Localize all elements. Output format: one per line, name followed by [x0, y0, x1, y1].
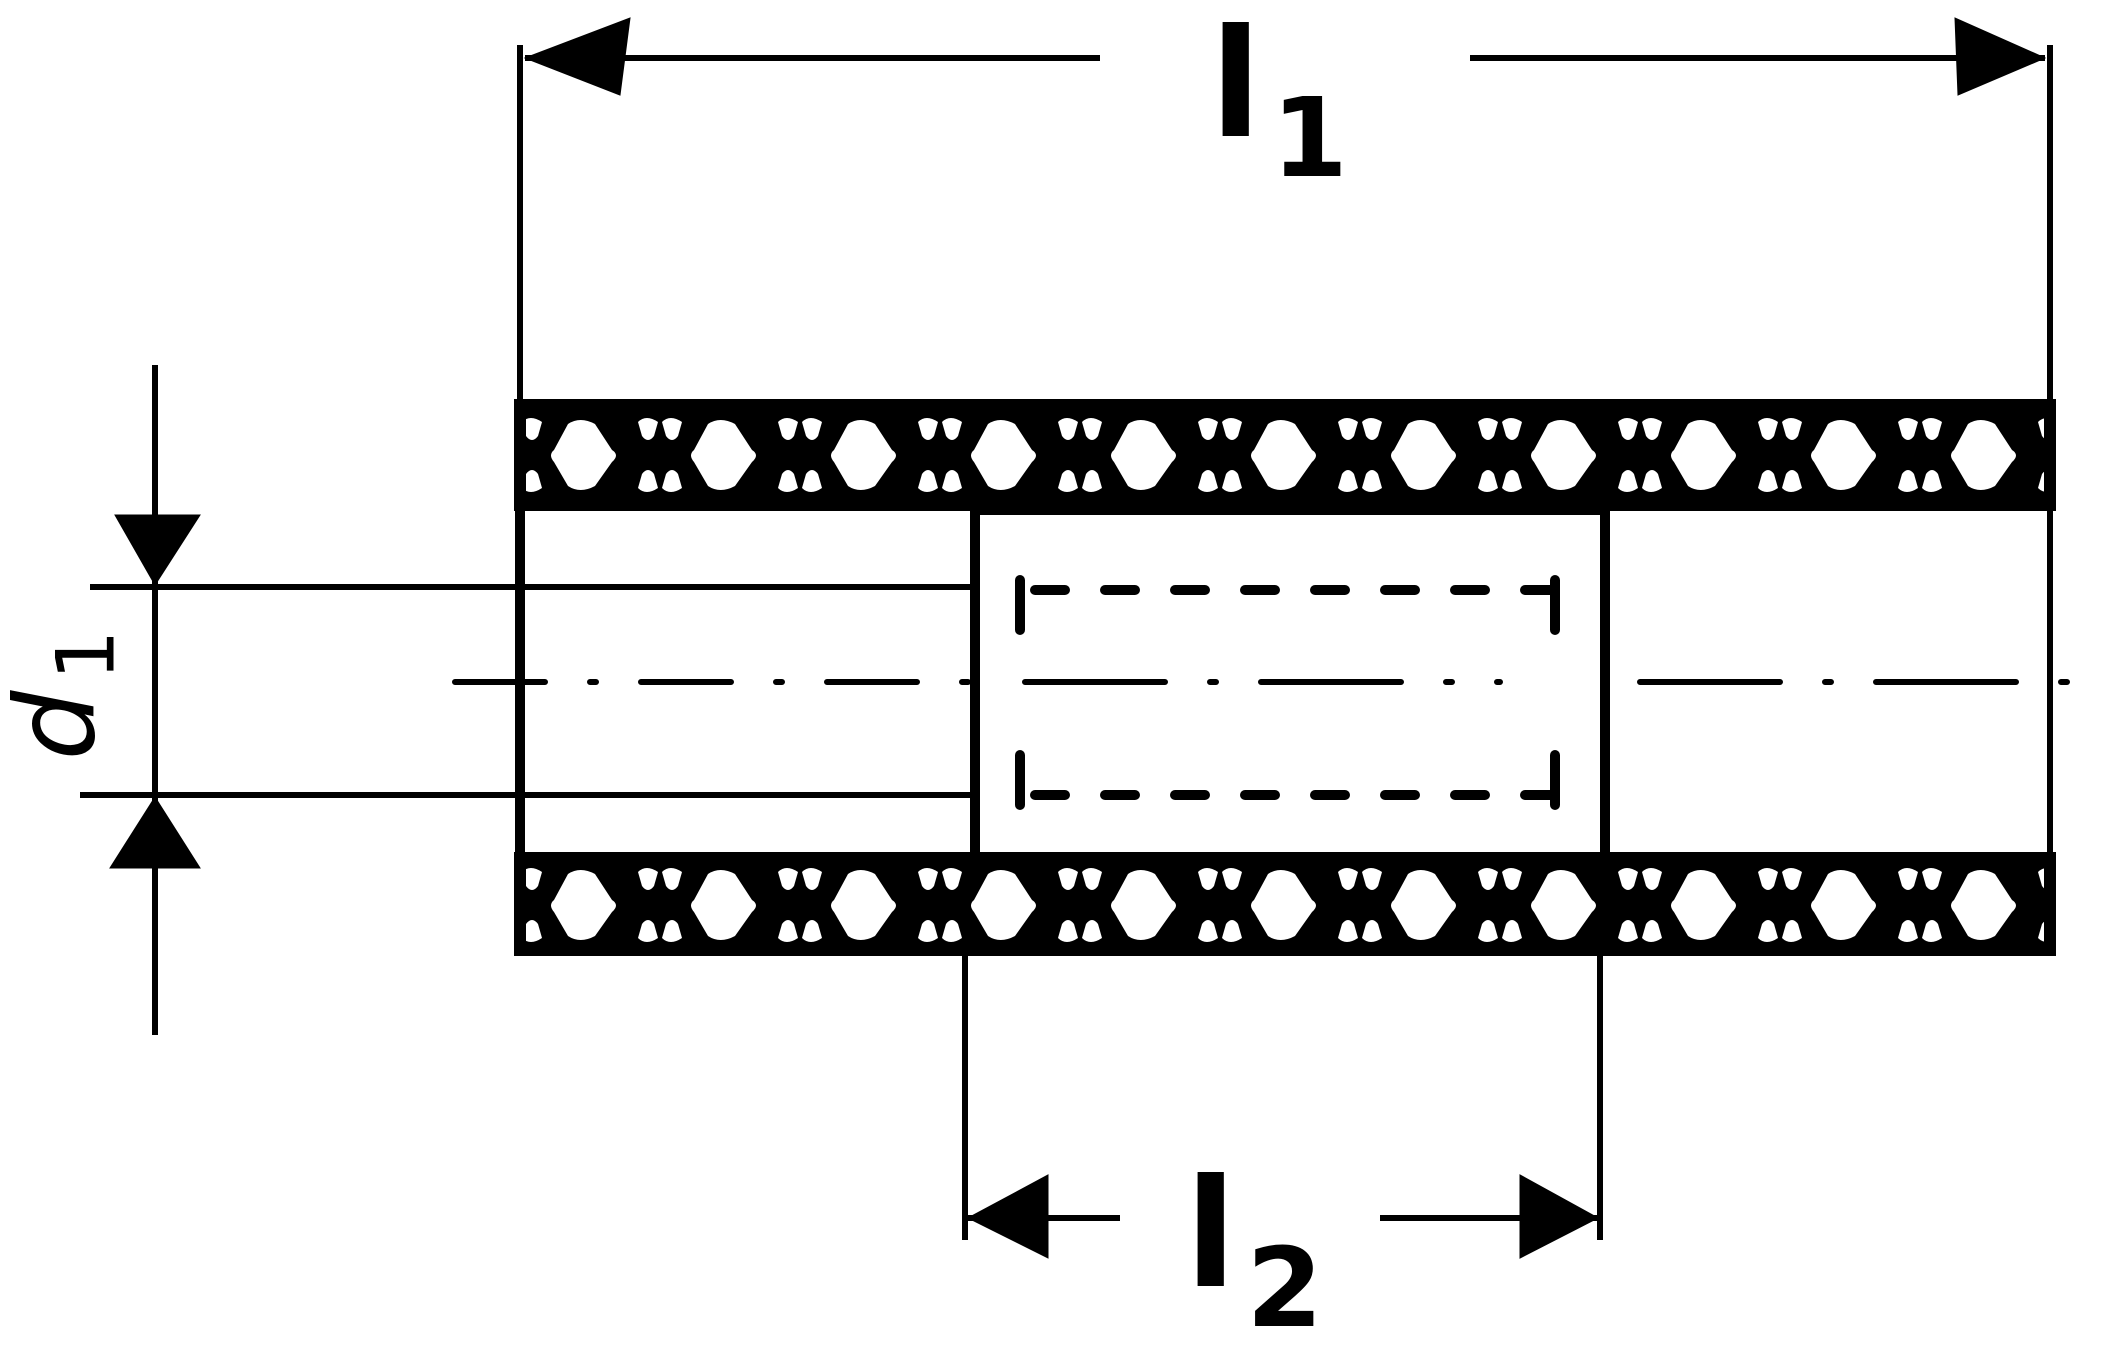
upper-wall — [514, 399, 2056, 511]
dimension-l1 — [517, 17, 2053, 405]
lower-wall — [514, 852, 2056, 956]
arrowhead-left-icon — [966, 1174, 1049, 1259]
arrowhead-left-icon — [523, 17, 631, 96]
hidden-bore — [1015, 575, 1560, 810]
arrowhead-right-icon — [1954, 17, 2047, 96]
label-l2: l2 — [1185, 1160, 1323, 1343]
arrowhead-down-icon — [114, 514, 201, 586]
label-l2-subscript: 2 — [1246, 1224, 1323, 1352]
arrowhead-up-icon — [109, 796, 201, 869]
label-d1-symbol: d — [0, 690, 120, 761]
label-l2-symbol: l — [1185, 1148, 1237, 1322]
technical-drawing — [80, 17, 2103, 1259]
label-l1: l1 — [1210, 10, 1348, 193]
dimension-d1 — [80, 365, 975, 1035]
arrowhead-right-icon — [1519, 1174, 1600, 1259]
dimension-l2 — [962, 950, 1603, 1259]
label-l1-subscript: 1 — [1271, 74, 1348, 202]
label-d1-subscript: 1 — [39, 629, 133, 681]
label-d1: d1 — [0, 630, 132, 761]
label-l1-symbol: l — [1210, 0, 1262, 172]
